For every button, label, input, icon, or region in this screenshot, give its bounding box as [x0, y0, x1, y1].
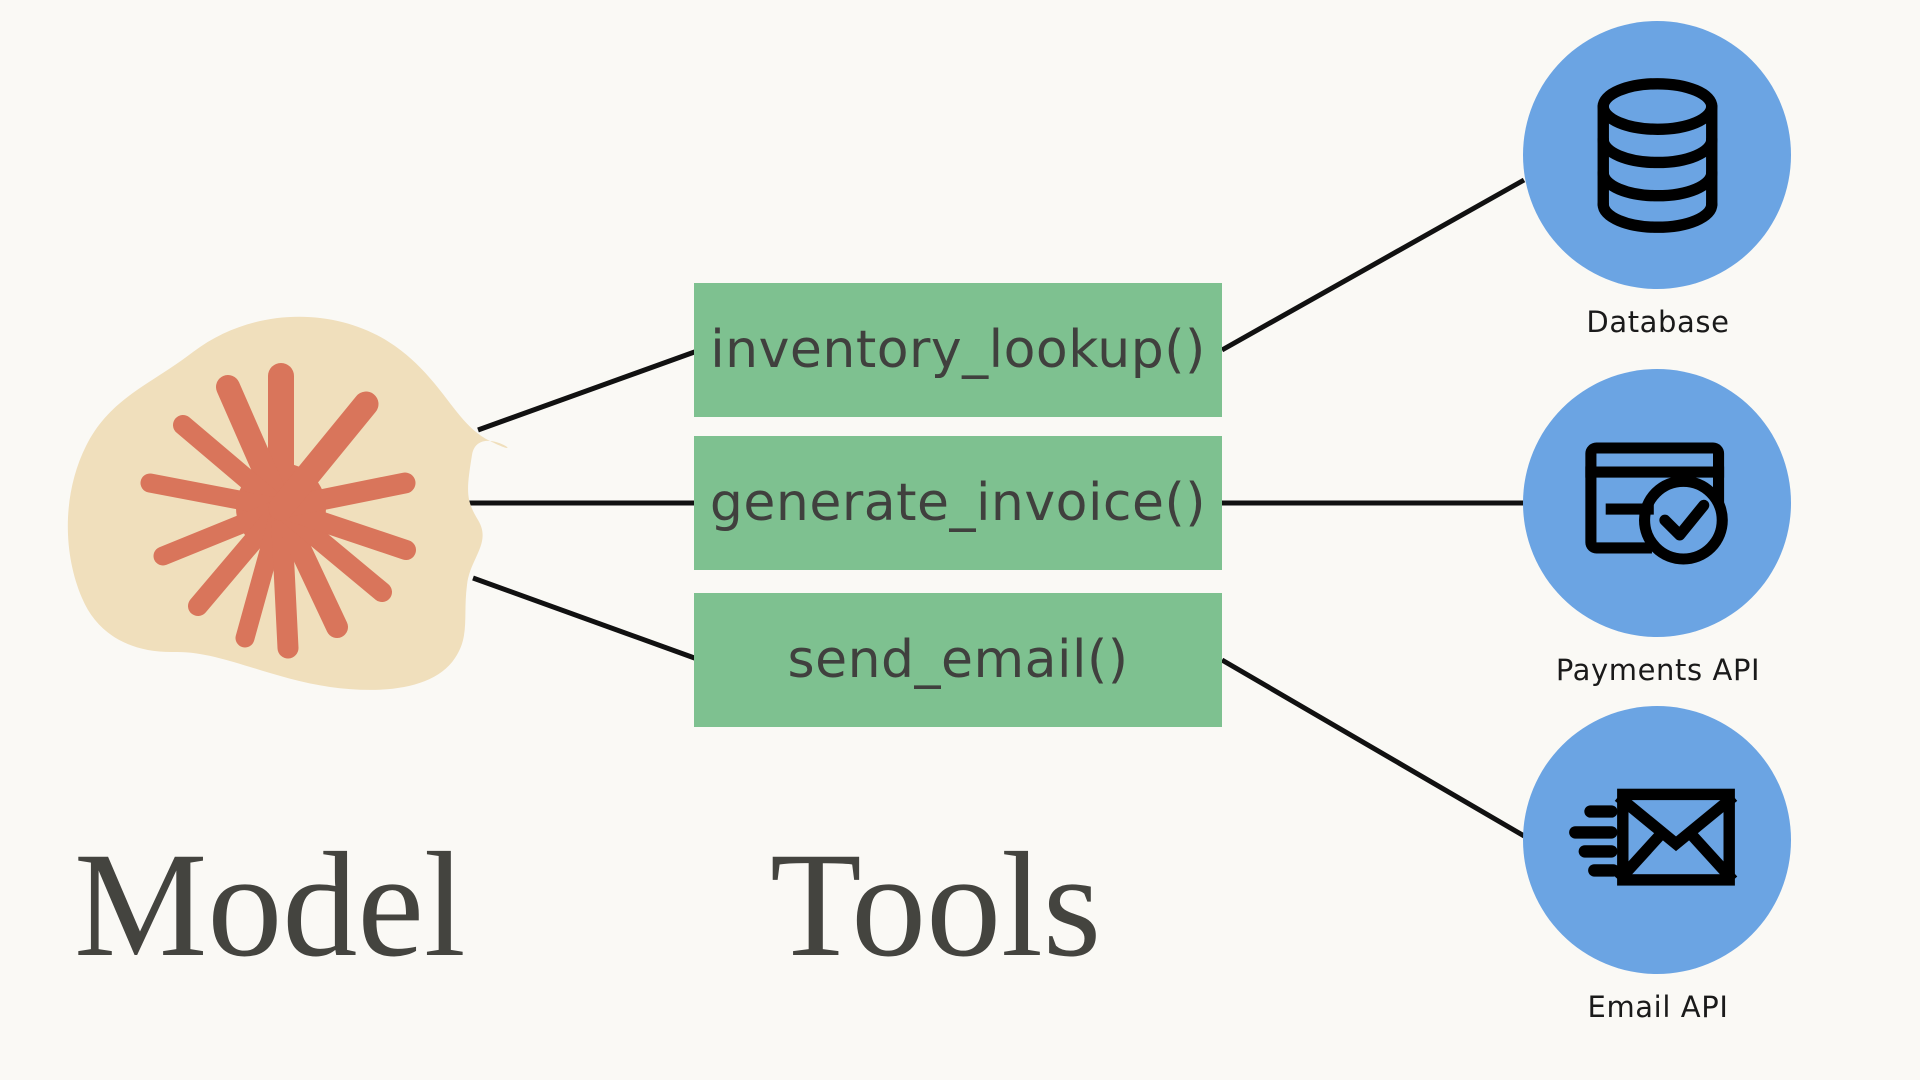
credit-card-check-icon [1584, 441, 1728, 565]
endpoint-circle [1523, 369, 1791, 637]
connector-send-to-email [1220, 657, 1533, 843]
tools-section-title: Tools [770, 822, 1102, 988]
database-cylinder-icon [1597, 77, 1717, 233]
tool-box-send-email[interactable]: send_email() [694, 593, 1222, 727]
model-section-title: Model [74, 822, 466, 988]
tool-box-label: send_email() [787, 630, 1129, 690]
endpoint-payments-api[interactable]: Payments API [1523, 369, 1793, 687]
endpoint-label: Database [1586, 305, 1730, 339]
tool-box-inventory-lookup[interactable]: inventory_lookup() [694, 283, 1222, 417]
endpoint-database[interactable]: Database [1523, 21, 1793, 339]
endpoint-label: Payments API [1555, 653, 1761, 687]
connector-inventory-to-database [1220, 177, 1526, 353]
endpoint-circle [1523, 706, 1791, 974]
connector-model-to-inventory [477, 347, 701, 433]
tool-box-generate-invoice[interactable]: generate_invoice() [694, 436, 1222, 570]
envelope-speed-icon [1569, 788, 1738, 886]
connector-model-to-send [472, 575, 701, 663]
endpoint-email-api[interactable]: Email API [1523, 706, 1793, 1024]
tool-box-label: generate_invoice() [709, 473, 1207, 533]
claude-starburst-icon [140, 363, 416, 659]
tool-box-label: inventory_lookup() [710, 320, 1206, 380]
endpoint-circle [1523, 21, 1791, 289]
endpoint-label: Email API [1587, 990, 1729, 1024]
